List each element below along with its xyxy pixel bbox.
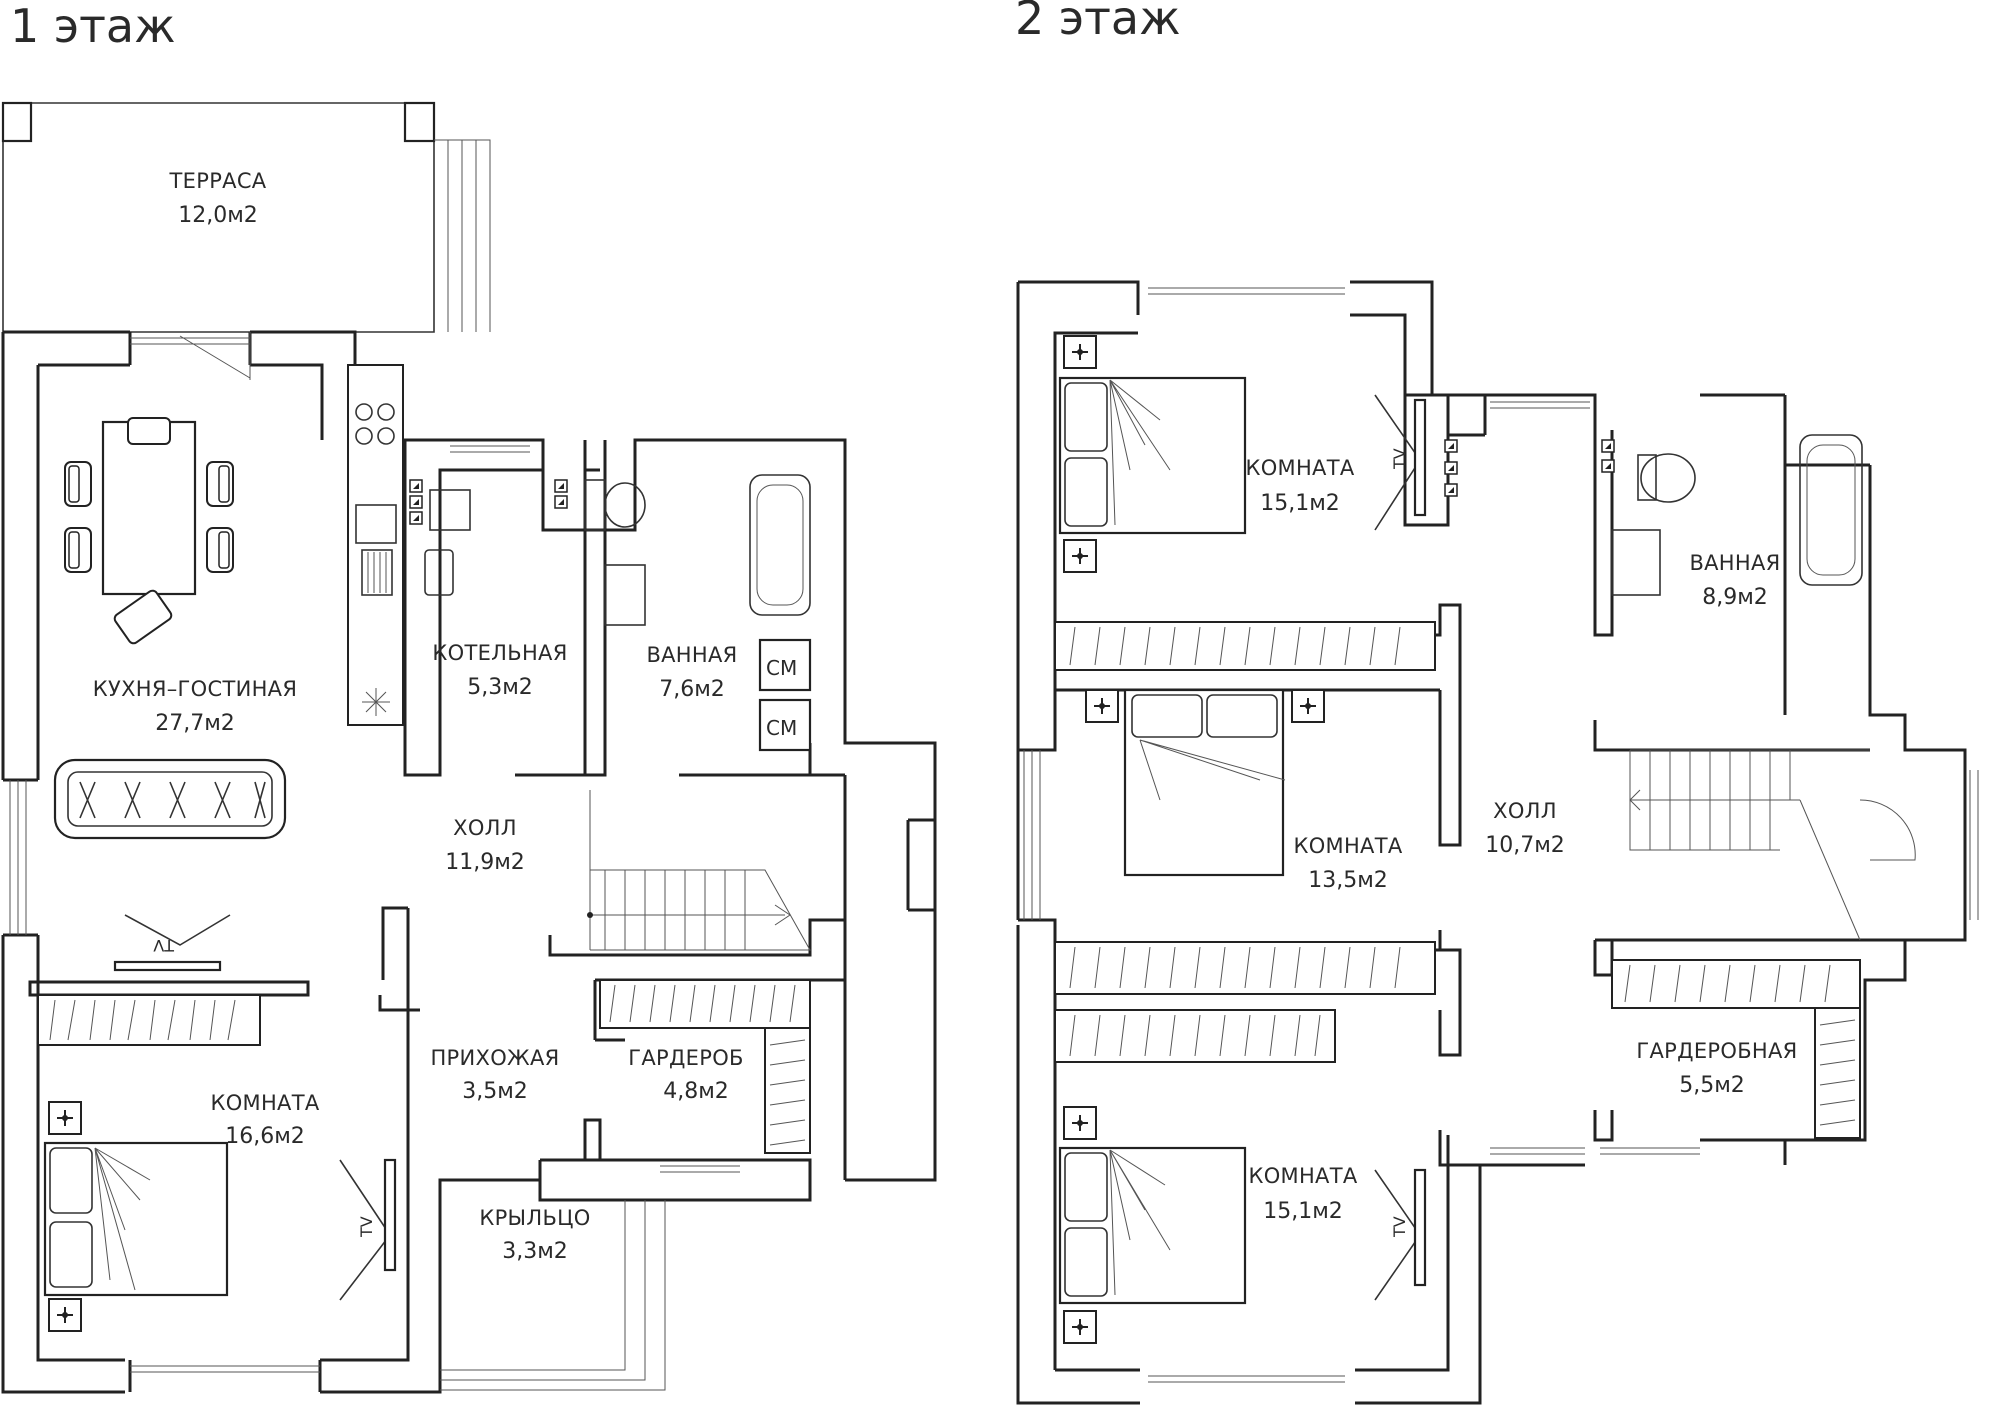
f2-room2-name: КОМНАТА bbox=[1293, 834, 1402, 858]
terrace-name: ТЕРРАСА bbox=[169, 169, 267, 193]
bed-room2-1 bbox=[1058, 335, 1247, 573]
tv-room1-label: TV bbox=[357, 1216, 376, 1238]
room1-name: КОМНАТА bbox=[210, 1091, 319, 1115]
f2-wardrobe-area: 5,5м2 bbox=[1679, 1073, 1745, 1098]
dining-table bbox=[64, 417, 234, 645]
room1-area: 16,6м2 bbox=[225, 1124, 305, 1149]
tv-f2-2-label: TV bbox=[1390, 1216, 1409, 1238]
f2-hall-area: 10,7м2 bbox=[1485, 833, 1565, 858]
bed-room1 bbox=[43, 1101, 229, 1332]
boiler-area: 5,3м2 bbox=[467, 675, 533, 700]
bath1-name: ВАННАЯ bbox=[646, 643, 737, 667]
bath-floor1-fixtures: СМ СМ bbox=[554, 474, 812, 752]
floor-1-labels: ТЕРРАСА 12,0м2 КУХНЯ–ГОСТИНАЯ 27,7м2 КОТ… bbox=[93, 169, 744, 1264]
f2-bath-name: ВАННАЯ bbox=[1689, 551, 1780, 575]
tv-f2-1-label: TV bbox=[1390, 448, 1409, 470]
closet-room2-1 bbox=[1054, 621, 1436, 671]
wardrobe1-name: ГАРДЕРОБ bbox=[628, 1046, 744, 1070]
f2-room1-area: 15,1м2 bbox=[1260, 491, 1340, 516]
floor-2: 2 этаж bbox=[1015, 0, 1979, 1405]
kitchen-counter bbox=[347, 364, 404, 726]
f2-room2-area: 13,5м2 bbox=[1308, 868, 1388, 893]
f2-hall-name: ХОЛЛ bbox=[1493, 799, 1557, 823]
tv-room1: TV bbox=[339, 1158, 397, 1301]
floor-2-title: 2 этаж bbox=[1015, 0, 1181, 45]
f2-room1-name: КОМНАТА bbox=[1245, 456, 1354, 480]
bath-floor2-fixtures bbox=[1601, 434, 1863, 596]
hall1-name: ХОЛЛ bbox=[453, 816, 517, 840]
wardrobe1-area: 4,8м2 bbox=[663, 1079, 729, 1104]
bath1-area: 7,6м2 bbox=[659, 677, 725, 702]
tv-living: TV bbox=[113, 914, 231, 972]
entry-area: 3,5м2 bbox=[462, 1079, 528, 1104]
closet-room1 bbox=[37, 994, 261, 1046]
kitchen-name: КУХНЯ–ГОСТИНАЯ bbox=[93, 677, 297, 701]
entry-name: ПРИХОЖАЯ bbox=[430, 1046, 559, 1070]
stairs-floor2 bbox=[1629, 749, 1916, 941]
floor-1-interior-walls bbox=[28, 440, 935, 1202]
f2-room3-area: 15,1м2 bbox=[1263, 1199, 1343, 1224]
boiler-sink bbox=[409, 479, 471, 596]
tv-room2-1: TV bbox=[1374, 394, 1458, 531]
kitchen-area: 27,7м2 bbox=[155, 711, 235, 736]
terrace-area: 12,0м2 bbox=[178, 203, 258, 228]
bed-room2-3 bbox=[1058, 1106, 1247, 1344]
floor-1: 1 этаж bbox=[1, 0, 937, 1394]
closet-room2-2 bbox=[1054, 941, 1436, 1063]
tv-room2-3: TV bbox=[1374, 1168, 1427, 1301]
tv-label: TV bbox=[153, 936, 175, 955]
terrace bbox=[1, 101, 491, 333]
sofa bbox=[53, 758, 287, 840]
f2-wardrobe-name: ГАРДЕРОБНАЯ bbox=[1636, 1039, 1797, 1063]
f2-bath-area: 8,9м2 bbox=[1702, 585, 1768, 610]
hall1-area: 11,9м2 bbox=[445, 850, 525, 875]
closet-floor2-wardrobe bbox=[1611, 959, 1861, 1139]
floor-2-labels: КОМНАТА 15,1м2 ВАННАЯ 8,9м2 КОМНАТА 13,5… bbox=[1245, 456, 1797, 1224]
closet-hall bbox=[599, 979, 811, 1154]
porch-area: 3,3м2 bbox=[502, 1239, 568, 1264]
f2-room3-name: КОМНАТА bbox=[1248, 1164, 1357, 1188]
washer-2-label: СМ bbox=[766, 716, 797, 740]
bed-room2-2 bbox=[1085, 688, 1325, 877]
washer-1-label: СМ bbox=[766, 656, 797, 680]
porch bbox=[440, 1200, 666, 1391]
floor-1-title: 1 этаж bbox=[10, 0, 176, 53]
stairs-floor1 bbox=[587, 790, 811, 951]
porch-name: КРЫЛЬЦО bbox=[479, 1206, 590, 1230]
boiler-name: КОТЕЛЬНАЯ bbox=[432, 641, 567, 665]
